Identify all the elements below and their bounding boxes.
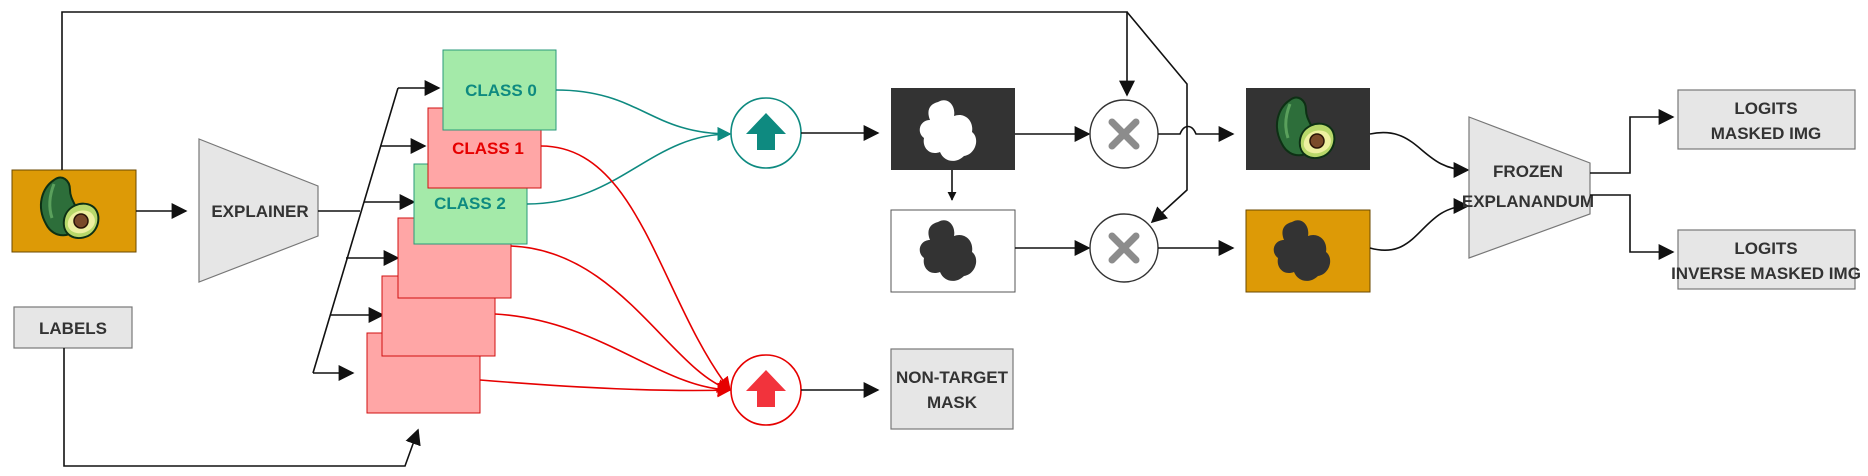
arrow-to-logits-masked — [1590, 109, 1675, 174]
inverse-masked-image — [1245, 209, 1371, 293]
arrow-labels-to-masks — [63, 348, 421, 467]
inverse-target-mask — [890, 209, 1016, 293]
arrow-masked-to-explanandum — [1369, 131, 1470, 178]
class-0-label: CLASS 0 — [465, 81, 537, 100]
upsample-arrow-icon — [746, 113, 786, 150]
logits-inverse-box: LOGITS INVERSE MASKED IMG — [1671, 229, 1861, 290]
non-target-upsample-node — [730, 354, 802, 426]
frozen-label-line2: EXPLANANDUM — [1462, 192, 1594, 211]
arrow-inverse-to-explanandum — [1369, 198, 1470, 251]
frozen-explanandum-block: FROZEN EXPLANANDUM — [1462, 116, 1594, 259]
input-image — [11, 169, 137, 253]
class-0-mask: CLASS 0 — [442, 49, 557, 131]
logits-masked-box: LOGITS MASKED IMG — [1677, 89, 1856, 150]
multiply-node-top — [1089, 99, 1159, 169]
target-mask — [891, 88, 1015, 170]
non-target-label-line2: MASK — [927, 393, 978, 412]
class-2-label: CLASS 2 — [434, 194, 506, 213]
logits-inverse-line1: LOGITS — [1734, 239, 1797, 258]
non-target-connections — [479, 145, 732, 398]
logits-masked-line1: LOGITS — [1734, 99, 1797, 118]
skip-connection — [61, 11, 1188, 224]
non-target-label-line1: NON-TARGET — [896, 368, 1009, 387]
logits-inverse-line2: INVERSE MASKED IMG — [1671, 264, 1861, 283]
target-connections — [526, 89, 732, 205]
frozen-label-line1: FROZEN — [1493, 162, 1563, 181]
explainer-block: EXPLAINER — [198, 138, 319, 283]
upsample-arrow-icon — [746, 370, 786, 407]
explainer-fanout — [312, 80, 441, 381]
labels-box-text: LABELS — [39, 319, 107, 338]
logits-masked-line2: MASKED IMG — [1711, 124, 1822, 143]
masked-image — [1246, 88, 1370, 170]
labels-box: LABELS — [13, 306, 133, 349]
explainer-label: EXPLAINER — [211, 202, 308, 221]
arrow-to-logits-inverse — [1590, 194, 1675, 260]
target-upsample-node — [730, 97, 802, 169]
arrow-multiply-top-out — [1158, 125, 1235, 142]
non-target-mask-box: NON-TARGET MASK — [890, 348, 1014, 430]
class-mask-stack: CLASS 2 CLASS 1 CLASS 0 — [366, 49, 557, 414]
multiply-node-bottom — [1089, 213, 1159, 283]
class-1-label: CLASS 1 — [452, 139, 524, 158]
